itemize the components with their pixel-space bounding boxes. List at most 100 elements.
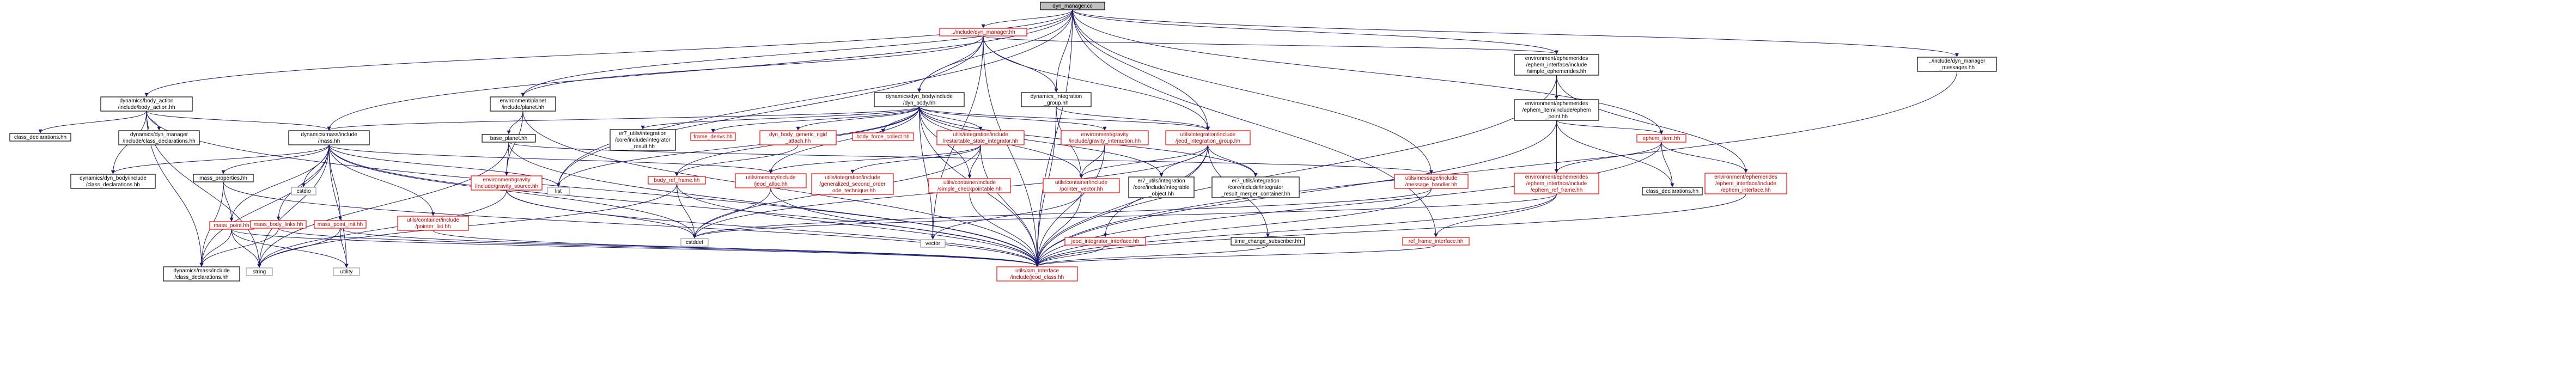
node-label: environment/ephemerides bbox=[1525, 101, 1588, 107]
node-dynamics-integration-group[interactable]: dynamics_integration_group.hh bbox=[1021, 92, 1092, 107]
node-frame-derivs[interactable]: frame_derivs.hh bbox=[690, 132, 736, 141]
node-string[interactable]: string bbox=[246, 267, 273, 276]
node-body-force-collect[interactable]: body_force_collect.hh bbox=[852, 132, 914, 141]
node-box bbox=[291, 187, 316, 195]
node-mass-properties[interactable]: mass_properties.hh bbox=[193, 174, 254, 182]
node-dyn-body-generic-rigid[interactable]: dyn_body_generic_rigid_attach.hh bbox=[759, 130, 837, 145]
node-mass-body-links[interactable]: mass_body_links.hh bbox=[250, 220, 307, 229]
node-box bbox=[1917, 57, 1997, 72]
node-label: utils/memory/include bbox=[746, 175, 796, 181]
dependency-edge-ephem-item-to-class-declarations-hh-2 bbox=[1661, 142, 1674, 187]
node-er7-integration-result[interactable]: er7_utils/integration/core/include/integ… bbox=[610, 129, 676, 151]
dependency-edge-env-ephem-interface-to-utils-sim-interface bbox=[1035, 193, 1746, 267]
node-box bbox=[288, 130, 370, 145]
dependency-edge-mass-point-to-dynamics-mass-class-decl bbox=[199, 229, 232, 267]
node-dyn-manager-cc[interactable]: dyn_manager.cc bbox=[1040, 2, 1105, 10]
node-dynamics-body-action[interactable]: dynamics/body_action/include/body_action… bbox=[100, 96, 193, 112]
node-dynamics-mass-mass[interactable]: dynamics/mass/include/mass.hh bbox=[288, 130, 370, 145]
node-utils-container-pointer-vector[interactable]: utils/container/include/pointer_vector.h… bbox=[1043, 178, 1120, 193]
dependency-edge-dyn-manager-cc-to-env-ephem-simple bbox=[1072, 9, 1558, 54]
node-environment-planet[interactable]: environment/planet/include/planet.hh bbox=[490, 96, 556, 112]
node-env-ephem-ref-frame[interactable]: environment/ephemerides/ephem_interface/… bbox=[1514, 173, 1599, 194]
node-dyn-body-class-decl[interactable]: dynamics/dyn_body/include/class_declarat… bbox=[70, 174, 156, 189]
node-class-declarations-hh-2[interactable]: class_declarations.hh bbox=[1642, 187, 1703, 195]
node-label: environment/ephemerides bbox=[1525, 174, 1588, 180]
node-utils-message-handler[interactable]: utils/message/include/message_handler.hh bbox=[1394, 174, 1469, 189]
node-label: /ephem_interface/include bbox=[1526, 181, 1587, 187]
node-box bbox=[1061, 130, 1149, 145]
dependency-edge-dynamics-dyn-body-to-er7-integrable-object bbox=[919, 106, 1164, 177]
node-env-ephem-item-point[interactable]: environment/ephemerides/ephem_item/inclu… bbox=[1514, 99, 1599, 121]
dependency-edge-utils-integ-jeod-group-to-utils-container-pointer-vector bbox=[1079, 144, 1208, 179]
node-label: /message_handler.hh bbox=[1405, 182, 1458, 188]
node-box bbox=[471, 175, 543, 191]
node-dynamics-mass-class-decl[interactable]: dynamics/mass/include/class_declarations… bbox=[163, 266, 240, 282]
node-label: /pointer_vector.hh bbox=[1059, 186, 1103, 192]
dependency-edge-dynamics-integration-group-to-utils-integ-jeod-group bbox=[1056, 106, 1210, 131]
dependency-edge-dyn-manager-cc-to-environment-planet bbox=[521, 9, 1073, 97]
dependency-edge-dyn-manager-cc-to-ephem-item bbox=[1072, 9, 1664, 135]
node-jeod-integrator-interface[interactable]: jeod_integrator_interface.hh bbox=[1064, 237, 1146, 246]
dependency-edge-utils-container-simple-to-utils-sim-interface bbox=[969, 192, 1039, 267]
node-box bbox=[1211, 176, 1300, 198]
node-label: mass_properties.hh bbox=[199, 175, 247, 181]
dependency-edge-include-dyn-manager-hh-to-env-ephem-simple bbox=[983, 35, 1558, 54]
node-label: dyn_manager.cc bbox=[1052, 3, 1092, 9]
node-box bbox=[314, 220, 367, 229]
node-label: utility bbox=[340, 269, 353, 275]
node-utils-integ-restartable[interactable]: utils/integration/include/restartable_st… bbox=[936, 130, 1025, 145]
node-er7-integrable-object[interactable]: er7_utils/integration/core/include/integ… bbox=[1128, 176, 1195, 198]
node-utils-memory-alloc[interactable]: utils/memory/include/jeod_alloc.hh bbox=[735, 173, 807, 188]
node-ref-frame-interface[interactable]: ref_frame_interface.hh bbox=[1402, 237, 1470, 246]
dependency-edge-dynamics-dyn-body-to-utils-memory-alloc bbox=[769, 106, 919, 174]
node-include-dyn-manager-messages[interactable]: ../include/dyn_manager_messages.hh bbox=[1917, 57, 1997, 72]
node-er7-result-merger[interactable]: er7_utils/integration/core/include/integ… bbox=[1211, 176, 1300, 198]
node-box bbox=[1402, 237, 1470, 246]
node-env-ephem-interface[interactable]: environment/ephemerides/ephem_interface/… bbox=[1704, 173, 1787, 194]
node-utils-integ-gen-second[interactable]: utils/integration/include/generalized_se… bbox=[811, 173, 894, 195]
node-mass-point[interactable]: mass_point.hh bbox=[209, 221, 254, 230]
node-label: _group.hh bbox=[1043, 100, 1068, 106]
node-box bbox=[811, 173, 894, 195]
node-env-gravity-interaction[interactable]: environment/gravity/include/gravity_inte… bbox=[1061, 130, 1149, 145]
node-mass-point-init[interactable]: mass_point_init.hh bbox=[314, 220, 367, 229]
node-utility[interactable]: utility bbox=[333, 267, 360, 276]
node-utils-container-simple[interactable]: utils/container/include/simple_checkpoin… bbox=[928, 178, 1011, 193]
node-utils-sim-interface[interactable]: utils/sim_interface/include/jeod_class.h… bbox=[996, 266, 1078, 282]
node-box bbox=[680, 238, 709, 247]
node-list[interactable]: list bbox=[547, 187, 570, 195]
node-cstddef[interactable]: cstddef bbox=[680, 238, 709, 247]
node-class-declarations-hh[interactable]: class_declarations.hh bbox=[9, 133, 71, 142]
node-env-gravity-source[interactable]: environment/gravity/include/gravity_sour… bbox=[471, 175, 543, 191]
node-time-change-subscriber[interactable]: time_change_subscriber.hh bbox=[1231, 237, 1305, 246]
node-vector[interactable]: vector bbox=[920, 239, 946, 248]
node-label: _object.hh bbox=[1148, 191, 1174, 197]
node-env-ephem-simple[interactable]: environment/ephemerides/ephem_interface/… bbox=[1514, 54, 1599, 76]
node-box bbox=[490, 96, 556, 112]
node-label: mass_body_links.hh bbox=[254, 222, 303, 228]
node-label: environment/gravity bbox=[483, 177, 530, 183]
node-cstdio[interactable]: cstdio bbox=[291, 187, 316, 195]
node-box bbox=[333, 267, 360, 276]
node-label: dynamics_integration bbox=[1031, 94, 1082, 100]
node-label: utils/integration/include bbox=[1180, 132, 1236, 138]
node-body-ref-frame[interactable]: body_ref_frame.hh bbox=[648, 176, 706, 185]
dependency-edge-environment-planet-to-utils-sim-interface bbox=[522, 111, 1039, 267]
node-label: mass_point.hh bbox=[214, 223, 249, 229]
dependency-edge-ephem-item-to-env-ephem-ref-frame bbox=[1555, 142, 1662, 173]
node-utils-integ-jeod-group[interactable]: utils/integration/include/jeod_integrati… bbox=[1165, 130, 1251, 145]
node-label: _attach.hh bbox=[785, 138, 811, 144]
node-ephem-item[interactable]: ephem_item.hh bbox=[1636, 134, 1686, 143]
node-label: /include/planet.hh bbox=[502, 105, 544, 111]
node-box bbox=[1514, 54, 1599, 76]
node-label: /restartable_state_integrator.hh bbox=[943, 138, 1018, 144]
node-label: /mass.hh bbox=[318, 138, 340, 144]
node-base-planet[interactable]: base_planet.hh bbox=[482, 134, 536, 143]
node-utils-container-pointer-list[interactable]: utils/container/include/pointer_list.hh bbox=[397, 216, 469, 231]
node-include-dyn-manager-hh[interactable]: ../include/dyn_manager.hh bbox=[939, 28, 1027, 36]
node-label: dynamics/dyn_body/include bbox=[80, 175, 147, 181]
node-dyn-manager-class-decl[interactable]: dynamics/dyn_manager/include/class_decla… bbox=[118, 130, 200, 145]
node-dynamics-dyn-body[interactable]: dynamics/dyn_body/include/dyn_body.hh bbox=[874, 92, 965, 107]
node-label: cstdio bbox=[296, 188, 311, 194]
